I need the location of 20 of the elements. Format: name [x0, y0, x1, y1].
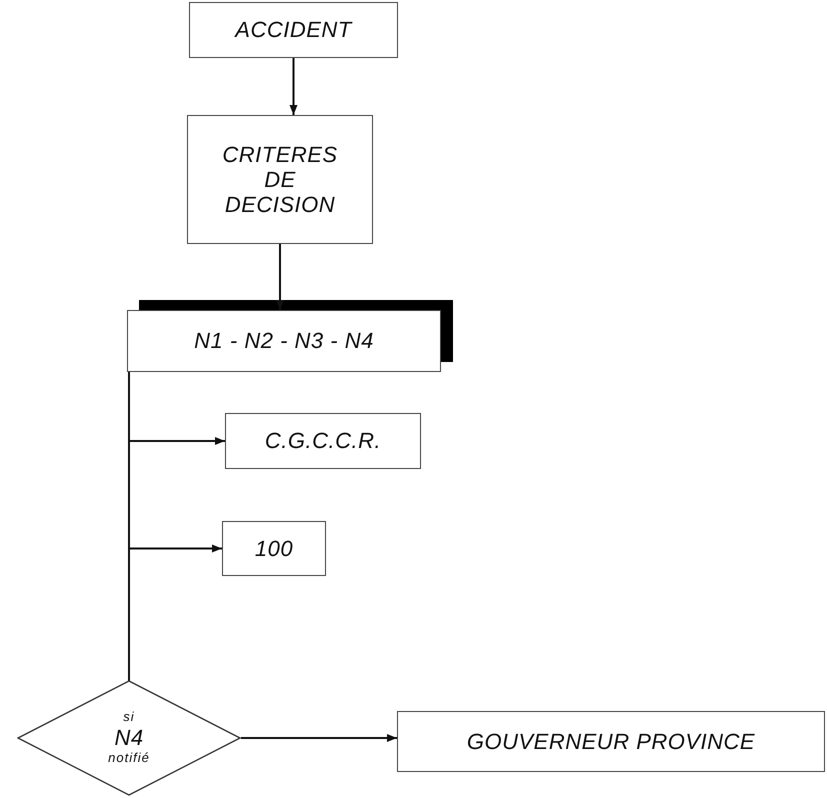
- process-box: [189, 2, 398, 58]
- arrow: [241, 734, 397, 742]
- process-box: [187, 115, 373, 244]
- node-label: N4: [114, 725, 144, 751]
- arrow: [276, 244, 284, 310]
- node-label: GOUVERNEUR PROVINCE: [466, 728, 756, 754]
- process-box: [222, 521, 326, 576]
- process-box: [225, 413, 421, 469]
- node-label: si: [123, 710, 135, 726]
- arrow: [290, 58, 298, 115]
- node-label: notifié: [108, 750, 150, 766]
- node-label: C.G.C.C.R.: [264, 428, 382, 454]
- process-box: [127, 310, 441, 372]
- connector-line: [128, 372, 130, 681]
- process-box: [397, 711, 825, 772]
- node-label: N1 - N2 - N3 - N4: [194, 328, 374, 354]
- node-label: 100: [254, 536, 294, 562]
- node-label: CRITERES DE DECISION: [221, 142, 339, 218]
- decision-diamond: [17, 680, 241, 796]
- node-label: ACCIDENT: [235, 17, 352, 43]
